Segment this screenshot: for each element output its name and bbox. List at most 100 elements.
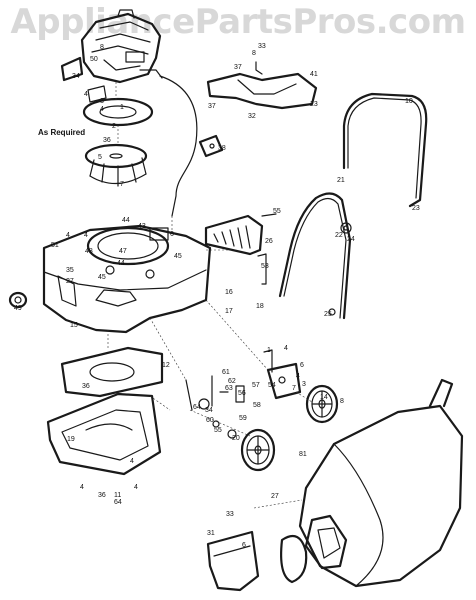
bottom-plate[interactable] [60,346,164,398]
part-label: 36 [103,137,111,144]
part-label: 36 [98,492,106,499]
part-label: 34 [72,73,80,80]
part-label: 6 [170,231,174,238]
housing[interactable] [42,224,212,334]
part-label: 4 [134,484,138,491]
part-label: 49 [14,305,22,312]
rear-wheel[interactable] [305,384,339,424]
part-label: 4 [100,106,104,113]
impeller-fan[interactable] [84,143,148,187]
part-label: 4 [66,232,70,239]
impeller-shroud[interactable] [82,97,154,127]
as-required-note: As Required [38,128,85,137]
bag-adapter[interactable] [206,530,260,592]
part-label: 8 [252,50,256,57]
part-label: 56 [238,390,246,397]
part-label: 14 [320,394,328,401]
discharge-shield[interactable] [206,61,318,110]
part-label: 59 [239,415,247,422]
part-label: 51 [51,242,59,249]
part-label: 37 [234,64,242,71]
part-label: 45 [98,274,106,281]
throttle-cable [159,75,198,217]
part-label: 24 [347,236,355,243]
upper-handle[interactable] [342,92,428,208]
front-wheel[interactable] [240,428,276,472]
part-label: 4 [84,91,88,98]
control-bracket[interactable] [198,134,224,158]
part-label: 81 [299,451,307,458]
part-label: 4 [130,458,134,465]
part-label: 55 [214,427,222,434]
base-pan[interactable] [46,392,162,476]
part-label: 7 [292,385,296,392]
part-label: 36 [82,383,90,390]
lower-handle[interactable] [278,192,352,320]
part-label: 27 [271,493,279,500]
part-label: 58 [253,402,261,409]
part-label: 41 [310,71,318,78]
part-label: 37 [208,103,216,110]
part-label: 50 [90,56,98,63]
part-label: 26 [265,238,273,245]
part-label: 34 [205,407,213,414]
part-label: 60 [206,417,214,424]
muffler-guard[interactable] [60,56,107,103]
part-label: 27 [66,278,74,285]
part-label: 33 [226,511,234,518]
bag-frame[interactable] [280,534,308,584]
part-label: 7 [120,181,124,188]
part-label: 20 [232,435,240,442]
part-label: 44 [122,217,130,224]
part-label: 21 [337,177,345,184]
part-label: 23 [310,101,318,108]
part-label: 43 [138,223,146,230]
part-label: 31 [207,530,215,537]
part-label: 4 [284,345,288,352]
part-label: 63 [225,385,233,392]
part-label: 18 [256,303,264,310]
part-label: 35 [66,267,74,274]
part-label: 16 [225,289,233,296]
part-label: 5 [98,154,102,161]
part-label: 10 [405,98,413,105]
part-label: 8 [340,398,344,405]
part-label: 48 [85,248,93,255]
grass-bag[interactable] [298,378,464,588]
part-label: 23 [412,205,420,212]
part-label: 44 [117,260,125,267]
part-label: 2 [112,123,116,130]
part-label: 61 [222,369,230,376]
part-label: 64 [193,404,201,411]
part-label: 45 [174,253,182,260]
part-label: 17 [225,308,233,315]
part-label: 54 [268,382,276,389]
part-label: 11 [114,492,121,499]
part-label: 6 [242,542,246,549]
part-label: 6 [300,362,304,369]
part-label: 47 [119,248,127,255]
part-label: 64 [114,499,122,506]
adjustment-knob[interactable] [8,291,28,309]
part-label: 3 [100,98,104,105]
part-label: 57 [252,382,260,389]
part-label: 1 [267,347,271,354]
leader-lines [107,82,313,509]
handle-hardware[interactable] [257,213,336,316]
part-label: 38 [218,145,226,152]
part-label: 22 [335,232,343,239]
part-label: 1 [120,104,124,111]
air-guide[interactable] [204,214,264,256]
part-label: 4 [84,232,88,239]
part-label: 53 [261,263,269,270]
part-label: 3 [302,381,306,388]
part-label: 8 [100,44,104,51]
part-label: 15 [70,322,78,329]
part-label: 4 [296,373,300,380]
engine[interactable] [80,9,163,84]
part-label: 62 [228,378,236,385]
part-label: 33 [258,43,266,50]
height-adjust-bracket[interactable] [263,349,302,400]
